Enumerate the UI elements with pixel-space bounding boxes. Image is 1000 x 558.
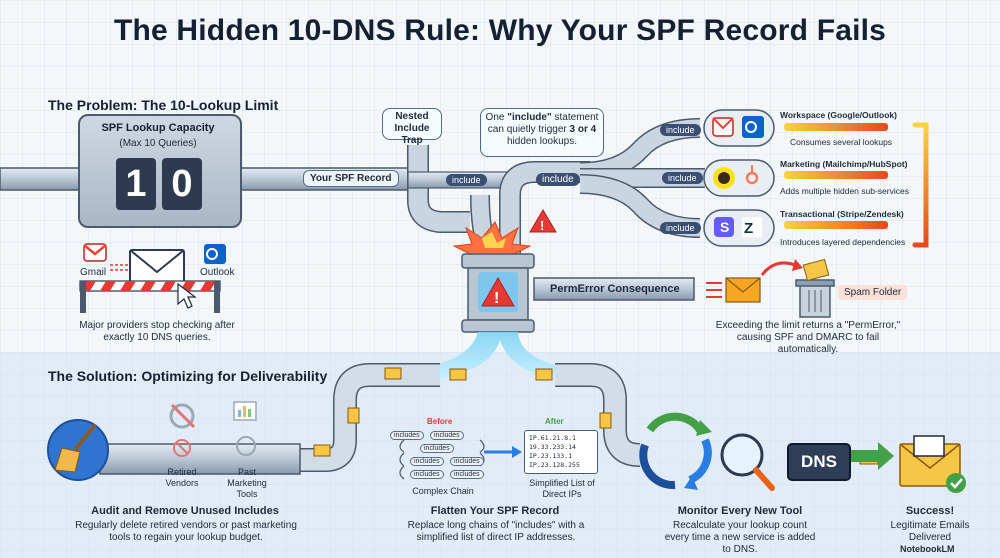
flatten-title: Flatten Your SPF Record (430, 505, 560, 517)
refresh-cycle-icon (639, 412, 712, 490)
branch-marketing-desc: Adds multiple hidden sub-services (780, 186, 909, 196)
include-pill-transactional: include (660, 222, 701, 234)
motion-lines (706, 282, 722, 298)
branch-transactional-title: Transactional (Stripe/Zendesk) (780, 209, 904, 219)
magnifier-icon (720, 433, 775, 491)
perm-pipe (533, 277, 695, 301)
branch-transactional-desc: Introduces layered dependencies (780, 237, 906, 247)
after-label: After (545, 417, 564, 426)
monitor-title: Monitor Every New Tool (677, 505, 803, 517)
flatten-desc: Replace long chains of "includes" with a… (407, 520, 585, 543)
branch-workspace-title: Workspace (Google/Outlook) (780, 110, 897, 120)
capacity-title: SPF Lookup Capacity (101, 122, 215, 134)
simplified-label: Simplified List of Direct IPs (529, 478, 595, 499)
ip-list: IP.61.21.8.1 19.33.233.14 IP.23.133.1 IP… (524, 430, 598, 474)
past-tools-label: Past Marketing Tools (227, 467, 267, 499)
chain-tag-7: includes (450, 470, 484, 479)
include-callout: One "include" statement can quietly trig… (480, 108, 604, 157)
svg-text:!: ! (494, 290, 499, 307)
branch-workspace-box (703, 109, 775, 147)
problem-caption: Major providers stop checking after exac… (79, 320, 235, 343)
past-tools-icon (233, 401, 257, 456)
envelope-icon (129, 249, 185, 287)
nested-trap-label: Nested Include Trap (382, 108, 442, 146)
include-pill-main: include (536, 173, 580, 186)
dns-box: DNS (787, 443, 851, 481)
chain-tag-4: includes (410, 457, 444, 466)
chain-tag-1: includes (390, 431, 424, 440)
outlook-icon (204, 244, 226, 264)
water-flow (420, 332, 570, 380)
svg-text:!: ! (540, 218, 544, 233)
success-title: Success! (905, 505, 955, 517)
gate-barrier (79, 264, 221, 313)
counter-digit-1: 1 (116, 158, 156, 210)
callout-nums: 3 or 4 (569, 124, 597, 135)
include-pill-marketing: include (662, 172, 703, 184)
capacity-counter (78, 114, 242, 228)
gmail-label: Gmail (80, 267, 107, 278)
callout-text-1: One (485, 112, 505, 123)
error-tank: ! (461, 253, 535, 333)
callout-text-2: statement (554, 112, 599, 123)
chain-tag-3: includes (420, 444, 454, 453)
before-label: Before (427, 417, 453, 426)
before-after-arrow (484, 446, 522, 458)
problem-heading: The Problem: The 10-Lookup Limit (48, 97, 279, 113)
branch-transactional-box: S Z (703, 209, 775, 247)
branch-workspace-desc: Consumes several lookups (790, 137, 893, 147)
page-title: The Hidden 10-DNS Rule: Why Your SPF Rec… (113, 14, 887, 47)
success-desc: Legitimate Emails Delivered (890, 520, 970, 543)
ip-item: IP.23.128.255 (529, 461, 580, 469)
chain-tag-2: includes (430, 431, 464, 440)
heat-bracket (912, 122, 929, 248)
monitor-desc: Recalculate your lookup count every time… (664, 520, 816, 555)
audit-title: Audit and Remove Unused Includes (91, 505, 279, 517)
notebooklm-branding: NotebookLM (900, 544, 955, 554)
chain-tag-6: includes (410, 470, 444, 479)
callout-include: "include" (507, 112, 552, 123)
svg-text:S: S (720, 219, 729, 235)
include-pill-1: include (446, 174, 487, 186)
complex-chain-label: Complex Chain (412, 486, 474, 496)
heat-bar-1 (784, 123, 888, 131)
warning-icon: ! (529, 209, 557, 233)
permerror-caption: Exceeding the limit returns a "PermError… (715, 320, 901, 355)
ip-item: 19.33.233.14 (529, 443, 576, 451)
cursor-icon (177, 282, 197, 309)
heat-bar-3 (784, 221, 888, 229)
audit-desc: Regularly delete retired vendors or past… (75, 520, 297, 543)
callout-text-3: can quietly trigger (487, 124, 567, 135)
success-envelope-icon (899, 435, 966, 493)
permerror-label: PermError Consequence (550, 283, 680, 295)
heat-bar-2 (784, 171, 888, 179)
capacity-subtitle: (Max 10 Queries) (119, 138, 197, 149)
outlook-label: Outlook (200, 267, 235, 278)
chain-tag-5: includes (450, 457, 484, 466)
trash-icon (795, 258, 835, 318)
branch-marketing-title: Marketing (Mailchimp/HubSpot) (780, 159, 908, 169)
counter-digit-2: 0 (162, 158, 202, 210)
spam-folder-label: Spam Folder (838, 285, 908, 300)
branch-marketing-box (703, 159, 775, 197)
callout-text-4: hidden lookups. (506, 136, 578, 147)
svg-text:Z: Z (744, 220, 753, 237)
audit-pipe (99, 443, 301, 475)
red-arrow (760, 261, 796, 276)
retired-vendor-icon (169, 403, 196, 457)
spf-record-label: Your SPF Record (303, 170, 399, 187)
ip-item: IP.23.133.1 (529, 452, 573, 460)
failing-email-icon (725, 277, 761, 303)
solution-heading: The Solution: Optimizing for Deliverabil… (48, 368, 328, 384)
ip-item: IP.61.21.8.1 (529, 434, 576, 442)
include-pill-workspace: include (660, 124, 701, 136)
retired-vendors-label: Retired Vendors (165, 467, 199, 488)
gmail-icon (83, 243, 107, 262)
broom-icon (47, 419, 109, 481)
green-arrow (848, 442, 894, 470)
